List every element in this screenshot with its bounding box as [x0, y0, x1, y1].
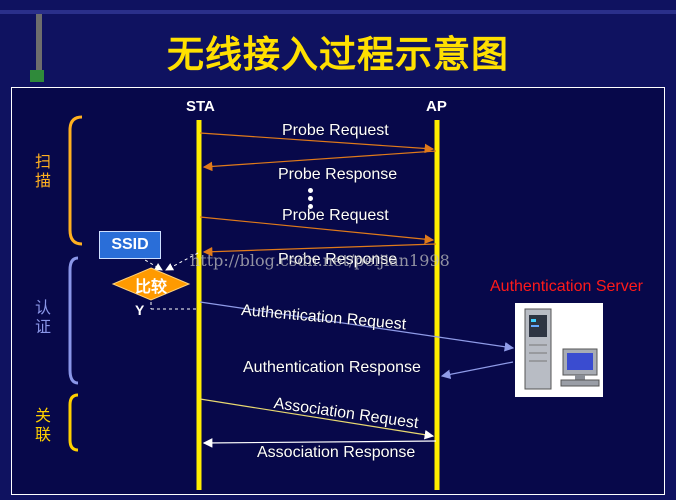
top-decor-line: [0, 10, 676, 14]
phase-auth-label: 认证: [34, 298, 51, 336]
auth-request-arrow: [199, 301, 515, 352]
probe-response-1-arrow: [202, 150, 437, 172]
scan-bracket: [68, 115, 83, 246]
probe-response-1-label: Probe Response: [278, 166, 398, 183]
probe-response-2-arrow: [202, 243, 437, 257]
auth-bracket: [68, 256, 79, 385]
auth-server-label: Authentication Server: [490, 278, 643, 295]
ap-label: AP: [426, 98, 447, 115]
ssid-dashed-link: [139, 256, 163, 271]
probe-response-2-label: Probe Response: [278, 251, 398, 268]
phase-scan-label: 扫描: [34, 152, 51, 190]
ssid-box: SSID: [99, 231, 161, 259]
sta-label: STA: [186, 98, 215, 115]
server-icon: [524, 308, 600, 390]
assoc-request-arrow: [199, 398, 435, 440]
compare-label: 比较: [134, 277, 167, 296]
decor-bar: [36, 14, 42, 74]
diagram-panel: [11, 87, 665, 495]
probe-request-2-arrow: [199, 216, 435, 244]
phase-assoc-label: 关联: [34, 406, 51, 444]
auth-response-label: Authentication Response: [243, 359, 421, 376]
yes-label: Y: [135, 302, 145, 318]
compare-diamond: [111, 267, 191, 301]
probe-request-1-arrow: [199, 132, 435, 154]
assoc-response-arrow: [202, 438, 437, 448]
response-dashed-link: [165, 252, 199, 271]
assoc-response-label: Association Response: [257, 444, 416, 461]
continuation-dots: [308, 188, 314, 212]
probe-request-2-label: Probe Request: [282, 207, 389, 224]
auth-response-arrow: [440, 361, 514, 380]
decor-square: [30, 70, 44, 82]
server-illustration: [515, 303, 603, 397]
assoc-bracket: [68, 393, 79, 452]
page-title: 无线接入过程示意图: [167, 33, 509, 76]
probe-request-1-label: Probe Request: [282, 122, 389, 139]
watermark: http://blog.csdn.net/peijian1998: [190, 251, 450, 270]
